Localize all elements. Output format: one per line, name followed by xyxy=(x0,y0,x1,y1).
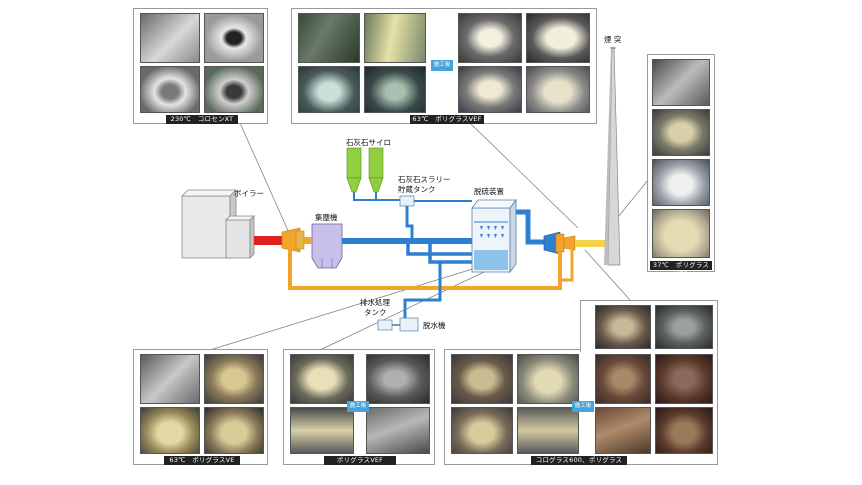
photo xyxy=(652,209,710,258)
drain-tank xyxy=(377,317,419,332)
photo xyxy=(204,407,264,454)
photo-panel-right: 37℃ ポリグラスVEF xyxy=(647,54,715,278)
leader-lines xyxy=(209,122,649,351)
lime-silo-label: 石灰石サイロ xyxy=(346,138,391,147)
photo xyxy=(458,13,522,63)
construction-arrow: 施工後 xyxy=(347,401,369,412)
lime-silo xyxy=(346,147,400,201)
exhaust-duct xyxy=(575,240,611,247)
panel-caption: 37℃ ポリグラスVEF xyxy=(650,261,712,278)
photo xyxy=(366,407,430,454)
panel-caption: 230℃ コロセンXT xyxy=(166,115,238,124)
photo xyxy=(526,66,590,113)
photo xyxy=(204,354,264,404)
photo xyxy=(595,407,651,454)
photo-panel-bottom-mid: 施工後 ポリグラスVEF xyxy=(283,349,435,465)
slurry-tank-label-1: 石灰石スラリー xyxy=(398,175,451,184)
slurry-tank-label-2: 貯蔵タンク xyxy=(398,185,436,194)
dust-collector xyxy=(311,223,343,269)
photo xyxy=(517,354,579,404)
slurry-tank xyxy=(399,195,472,238)
dust-collector-label: 集塵機 xyxy=(315,213,338,222)
boiler-label: ボイラー xyxy=(234,189,264,198)
photo xyxy=(458,66,522,113)
photo xyxy=(655,407,713,454)
hot-gas-pipe xyxy=(254,236,284,245)
photo xyxy=(298,66,360,113)
photo xyxy=(140,407,200,454)
chimney-label: 煙 突 xyxy=(604,35,622,44)
photo-panel-top-mid: 施工後 63℃ ポリグラスVEF xyxy=(291,8,597,124)
photo xyxy=(204,66,264,113)
desulfurizer-label: 脱硫装置 xyxy=(474,187,504,196)
photo xyxy=(364,13,426,63)
chimney xyxy=(604,47,621,266)
panel-caption: 63℃ ポリグラスVE xyxy=(164,456,240,465)
panel-caption: 63℃ ポリグラスVEF xyxy=(410,115,484,124)
photo xyxy=(140,66,200,113)
gas-duct-blue xyxy=(342,238,472,244)
photo xyxy=(298,13,360,63)
desulfurizer xyxy=(471,198,517,274)
photo xyxy=(290,407,354,454)
boiler xyxy=(181,189,255,259)
photo xyxy=(655,354,713,404)
photo xyxy=(652,109,710,156)
heat-medium-loop xyxy=(288,248,562,290)
photo xyxy=(526,13,590,63)
photo xyxy=(290,354,354,404)
slurry-loop xyxy=(406,244,472,264)
panel-caption: コログラス600、ポリグラスVEF xyxy=(531,456,627,473)
photo xyxy=(204,13,264,63)
photo xyxy=(451,354,513,404)
panel-caption: ポリグラスVEF xyxy=(324,456,396,465)
drain-pipe xyxy=(403,262,442,318)
photo xyxy=(451,407,513,454)
dehydrator-label: 脱水機 xyxy=(423,321,446,330)
construction-arrow: 施工後 xyxy=(572,401,594,412)
photo xyxy=(595,305,651,349)
photo-panel-top-left: 230℃ コロセンXT xyxy=(133,8,268,124)
photo xyxy=(140,354,200,404)
photo-panel-bottom-right-ext xyxy=(580,300,718,352)
construction-arrow: 施工後 xyxy=(431,60,453,71)
gas-heater-left xyxy=(281,227,305,253)
photo xyxy=(140,13,200,63)
photo xyxy=(366,354,430,404)
photo xyxy=(595,354,651,404)
clean-gas-duct xyxy=(516,209,545,245)
photo-panel-bottom-left: 63℃ ポリグラスVE xyxy=(133,349,268,465)
photo xyxy=(655,305,713,349)
photo xyxy=(652,59,710,106)
photo xyxy=(364,66,426,113)
photo xyxy=(517,407,579,454)
photo-panel-bottom-right: 施工後 コログラス600、ポリグラスVEF xyxy=(444,349,718,473)
gas-heater-right xyxy=(543,231,576,255)
drain-tank-label-2: タンク xyxy=(364,308,387,317)
drain-tank-label-1: 排水処理 xyxy=(360,298,390,307)
photo xyxy=(652,159,710,206)
